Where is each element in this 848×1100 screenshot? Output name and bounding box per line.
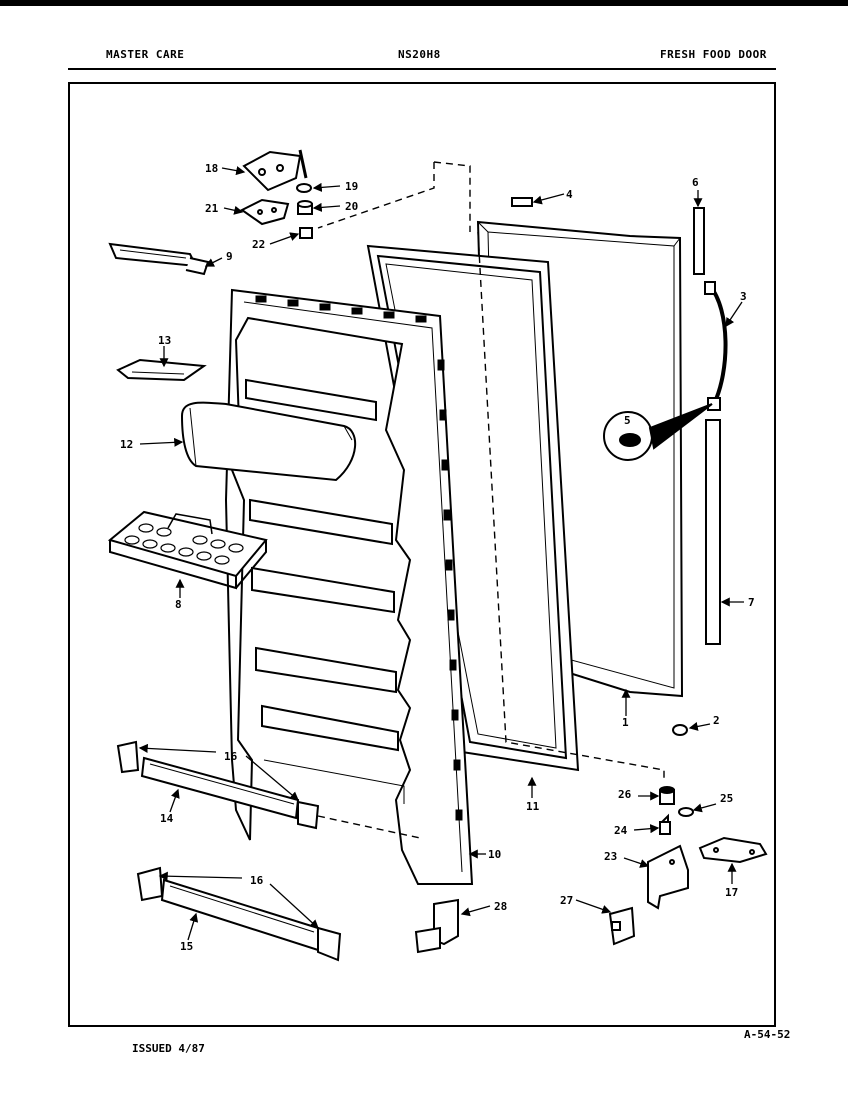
part-dairy-compartment-cover [180, 401, 357, 482]
part-bushing-20 [297, 200, 313, 215]
part-small-bracket-27 [608, 906, 636, 946]
header-brand: MASTER CARE [106, 48, 185, 61]
part-stop-bracket [414, 898, 459, 954]
part-handle-screw-detail [603, 403, 713, 461]
part-bottom-hinge-plate [698, 836, 768, 864]
alignment-lines [317, 161, 665, 839]
callout-24: 24 [614, 824, 628, 837]
part-end-cap-right-14 [297, 800, 320, 830]
part-upper-handle-trim [693, 207, 705, 275]
callout-11: 11 [526, 800, 540, 813]
part-hinge-plate [242, 149, 308, 192]
callout-10: 10 [488, 848, 501, 861]
callout-7: 7 [748, 596, 755, 609]
part-washer-25 [678, 807, 694, 817]
part-top-hinge-bracket [108, 242, 210, 276]
part-end-cap-right-15 [317, 926, 342, 962]
part-egg-tray [107, 510, 268, 590]
header-section-title: FRESH FOOD DOOR [660, 48, 767, 61]
callout-18: 18 [205, 162, 218, 175]
callout-21: 21 [205, 202, 219, 215]
callout-13: 13 [158, 334, 171, 347]
part-inner-door-liner [224, 288, 474, 885]
callout-2: 2 [713, 714, 720, 727]
callout-15: 15 [180, 940, 193, 953]
callout-1: 1 [622, 716, 629, 729]
callout-6: 6 [692, 176, 699, 189]
callout-22: 22 [252, 238, 265, 251]
part-door-handle [704, 281, 728, 411]
part-plug-2 [672, 724, 688, 736]
callout-23: 23 [604, 850, 617, 863]
part-hinge-pin-bushing-26 [659, 786, 675, 805]
callout-4: 4 [566, 188, 573, 201]
header-divider [68, 68, 776, 70]
part-spacer-plate [240, 198, 290, 226]
part-end-cap-left-15 [136, 866, 164, 902]
diagram-code: A-54-52 [744, 1028, 791, 1041]
part-cover-bracket [116, 358, 207, 382]
part-plug-button [511, 197, 533, 207]
callout-28: 28 [494, 900, 507, 913]
callout-16a: 16 [224, 750, 238, 763]
part-bottom-hinge-bracket [647, 844, 689, 910]
diagram-frame [68, 82, 776, 1027]
callout-20: 20 [345, 200, 358, 213]
part-hinge-pin-24 [659, 813, 671, 835]
callout-19: 19 [345, 180, 358, 193]
callout-9: 9 [226, 250, 233, 263]
callout-12: 12 [120, 438, 133, 451]
callout-26: 26 [618, 788, 632, 801]
part-nut-22 [299, 227, 313, 239]
callout-27: 27 [560, 894, 573, 907]
callout-8: 8 [175, 598, 182, 611]
callout-5: 5 [624, 414, 631, 427]
leader-lines [138, 166, 744, 941]
part-washer-19 [296, 183, 312, 193]
part-door-rail-14 [140, 756, 300, 820]
callout-14: 14 [160, 812, 174, 825]
header-model-number: NS20H8 [398, 48, 441, 61]
issued-date: ISSUED 4/87 [132, 1042, 205, 1055]
part-lower-handle-trim [705, 419, 721, 645]
callout-17: 17 [725, 886, 738, 899]
callout-25: 25 [720, 792, 733, 805]
part-end-cap-left-14 [116, 740, 140, 774]
top-border-bar [0, 0, 848, 6]
callout-16b: 16 [250, 874, 264, 887]
callout-3: 3 [740, 290, 747, 303]
